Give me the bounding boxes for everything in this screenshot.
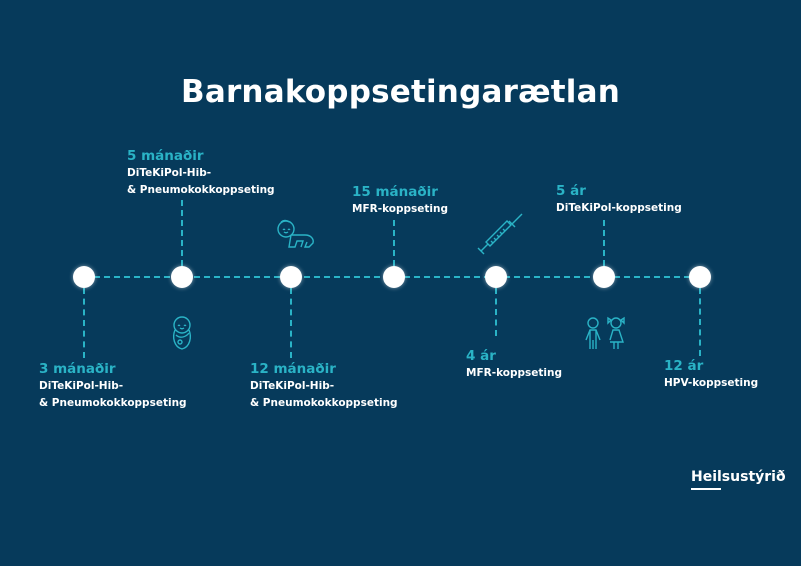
milestone-vaccine: MFR-koppseting	[466, 367, 562, 379]
milestone-vaccine: DiTeKiPol-Hib-	[250, 380, 335, 392]
milestone-vaccine: HPV-koppseting	[664, 377, 759, 389]
milestone-5m: 5 mánaðir DiTeKiPol-Hib- & Pneumokokkopp…	[127, 148, 275, 199]
connector-15m	[393, 220, 395, 266]
milestone-age: 12 ár	[664, 358, 704, 374]
milestone-age: 5 ár	[556, 183, 586, 199]
milestone-age: 12 mánaðir	[250, 361, 336, 377]
timeline-node-15m	[383, 266, 405, 288]
milestone-age: 4 ár	[466, 348, 496, 364]
heilsustyrid-logo: Heilsustýrið	[691, 469, 786, 485]
connector-12a	[699, 288, 701, 356]
children-icon	[585, 316, 625, 349]
syringe-icon	[477, 213, 523, 255]
logo-underline	[691, 488, 721, 490]
milestone-12m: 12 mánaðir DiTeKiPol-Hib- & Pneumokokkop…	[250, 361, 398, 412]
milestone-12a: 12 ár HPV-koppseting	[664, 358, 758, 392]
milestone-vaccine-cont: & Pneumokokkoppseting	[127, 184, 275, 196]
milestone-age: 3 mánaðir	[39, 361, 116, 377]
connector-5a	[603, 220, 605, 266]
milestone-vaccine-cont: & Pneumokokkoppseting	[39, 397, 187, 409]
milestone-vaccine: DiTeKiPol-Hib-	[127, 167, 212, 179]
milestone-age: 5 mánaðir	[127, 148, 204, 164]
milestone-3m: 3 mánaðir DiTeKiPol-Hib- & Pneumokokkopp…	[39, 361, 187, 412]
crawling-baby-icon	[277, 219, 314, 248]
connector-12m	[290, 288, 292, 358]
connector-3m	[83, 288, 85, 358]
timeline-node-4a	[485, 266, 507, 288]
connector-5m	[181, 200, 183, 266]
milestone-5a: 5 ár DiTeKiPol-koppseting	[556, 183, 682, 217]
timeline-node-12a	[689, 266, 711, 288]
timeline-node-5m	[171, 266, 193, 288]
milestone-15m: 15 mánaðir MFR-koppseting	[352, 184, 448, 218]
milestone-vaccine-cont: & Pneumokokkoppseting	[250, 397, 398, 409]
timeline-node-12m	[280, 266, 302, 288]
timeline-node-3m	[73, 266, 95, 288]
milestone-vaccine: DiTeKiPol-koppseting	[556, 202, 682, 214]
milestone-vaccine: DiTeKiPol-Hib-	[39, 380, 124, 392]
timeline-node-5a	[593, 266, 615, 288]
swaddled-baby-icon	[173, 316, 191, 350]
milestone-4a: 4 ár MFR-koppseting	[466, 348, 562, 382]
connector-4a	[495, 288, 497, 336]
page-title: Barnakoppsetingarætlan	[181, 74, 620, 110]
milestone-age: 15 mánaðir	[352, 184, 438, 200]
milestone-vaccine: MFR-koppseting	[352, 203, 448, 215]
